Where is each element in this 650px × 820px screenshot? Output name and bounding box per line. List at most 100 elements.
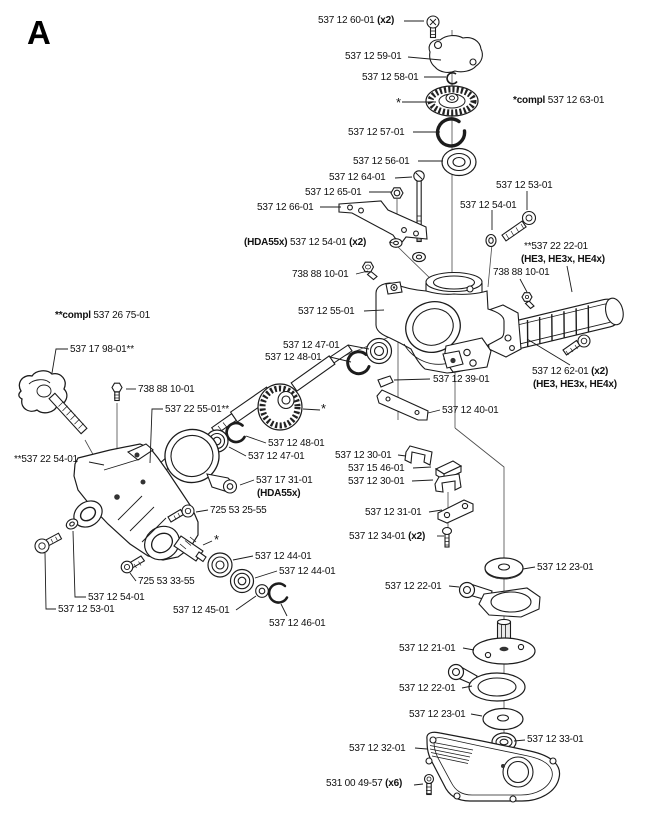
part-label-537-12-45-01: 537 12 45-01 [173, 605, 230, 616]
bottom-drive-group [423, 557, 561, 803]
part-label-537-12-53-01: 537 12 53-01 [496, 180, 553, 191]
part-label-537-12-40-01: 537 12 40-01 [442, 405, 499, 416]
part-label-537-12-21-01: 537 12 21-01 [399, 643, 456, 654]
flat-washer [389, 238, 403, 248]
part-label-537-12-44-01: 537 12 44-01 [279, 566, 336, 577]
long-bolt [413, 170, 425, 243]
part-label-537-12-53-01: 537 12 53-01 [58, 604, 115, 615]
part-label-537-12-54-01: 537 12 54-01 [460, 200, 517, 211]
handle-mount-group [485, 210, 624, 358]
star-knob [18, 370, 88, 435]
support-bracket-plate [338, 200, 428, 246]
part-label-537-15-46-01: 537 15 46-01 [348, 463, 405, 474]
part-label-537-12-32-01: 537 12 32-01 [349, 743, 406, 754]
part-label-537-12-66-01: 537 12 66-01 [257, 202, 314, 213]
pinion-shaft-assembly [205, 337, 393, 453]
eccentric-arm [447, 663, 526, 702]
part-label-537-12-59-01: 537 12 59-01 [345, 51, 402, 62]
upper-bevel-gear [425, 85, 479, 117]
part-label-537-12-22-01: 537 12 22-01 [399, 683, 456, 694]
flat-washer [65, 518, 79, 530]
part-label-738-88-10-01: 738 88 10-01 [138, 384, 195, 395]
clamp-screw [120, 555, 146, 574]
tube-clamp-body [73, 443, 199, 561]
pan-head-screw [34, 532, 63, 554]
part-label-738-88-10-01: 738 88 10-01 [493, 267, 550, 278]
part-label-537-12-48-01: 537 12 48-01 [268, 438, 325, 449]
support-bracket-group [338, 170, 428, 263]
part-label-725-53-25-55: 725 53 25-55 [210, 505, 267, 516]
part-label-537-12-44-01: 537 12 44-01 [255, 551, 312, 562]
part-label-537-12-47-01: 537 12 47-01 [248, 451, 305, 462]
flat-washer [412, 251, 426, 263]
retaining-ring [435, 117, 467, 148]
part-label-537-17-98-01: 537 17 98-01** [70, 344, 134, 355]
part-label-531-00-49-57: 531 00 49-57 (x6) [326, 778, 403, 789]
part-label-537-12-47-01: 537 12 47-01 [283, 340, 340, 351]
circlip [267, 582, 289, 604]
retainer-plate [437, 499, 474, 524]
asterisk-marker: * [321, 401, 326, 416]
shim-plate [377, 375, 394, 388]
blade-drive-disc [472, 618, 536, 665]
handle-screw [562, 334, 591, 356]
support-washer [482, 707, 524, 731]
part-label-537-22-22-01: **537 22 22-01 [524, 241, 588, 252]
part-label-738-88-10-01: 738 88 10-01 [292, 269, 349, 280]
grease-plug [521, 292, 535, 310]
model-note-hda55x: (HDA55x) [257, 488, 301, 499]
clamp-strap [144, 428, 238, 494]
grease-plug [361, 261, 378, 281]
callout-leader-lines [44, 20, 573, 786]
grease-plug [111, 382, 123, 402]
model-note-he3: (HE3, HE3x, HE4x) [533, 379, 617, 390]
part-label-537-12-63-01: *compl 537 12 63-01 [513, 95, 605, 106]
upper-ball-bearing [441, 147, 477, 177]
asterisk-marker: * [396, 95, 401, 110]
lower-bevel-gear [257, 383, 303, 431]
support-washer [484, 557, 524, 580]
part-label-537-12-39-01: 537 12 39-01 [433, 374, 490, 385]
figure-section-letter: A [27, 14, 51, 51]
clamp-knob-group [18, 370, 289, 604]
circlip [225, 421, 246, 444]
hex-screw [501, 210, 537, 242]
guard-strip [376, 389, 429, 421]
cover-screw [423, 773, 435, 796]
part-label-537-12-31-01: 537 12 31-01 [365, 507, 422, 518]
output-bearing [229, 568, 255, 594]
part-label-537-12-30-01: 537 12 30-01 [348, 476, 405, 487]
part-label-537-12-30-01: 537 12 30-01 [335, 450, 392, 461]
small-washer [255, 584, 269, 598]
circlip [346, 350, 371, 376]
spacer-block [434, 460, 463, 481]
handlebar-bracket [485, 297, 624, 358]
small-screw [441, 526, 453, 548]
asterisk-marker: * [214, 532, 219, 547]
part-label-537-12-55-01: 537 12 55-01 [298, 306, 355, 317]
part-label-537-12-34-01: 537 12 34-01 (x2) [349, 531, 426, 542]
part-label-537-26-75-01: **compl 537 26 75-01 [55, 310, 150, 321]
part-label-537-12-62-01: 537 12 62-01 (x2) [532, 366, 609, 377]
flat-washer [485, 233, 497, 248]
gear-cover-plate [428, 35, 483, 73]
part-label-537-12-54-01-hda55x: (HDA55x) 537 12 54-01 (x2) [244, 237, 367, 248]
part-label-537-12-54-01: 537 12 54-01 [88, 592, 145, 603]
clamp-screw [167, 504, 195, 523]
part-label-537-12-46-01: 537 12 46-01 [269, 618, 326, 629]
part-label-537-12-22-01: 537 12 22-01 [385, 581, 442, 592]
part-label-537-12-60-01: 537 12 60-01 (x2) [318, 15, 395, 26]
cover-screw [426, 15, 440, 39]
u-clip [404, 445, 433, 466]
bottom-cover [425, 731, 561, 803]
top-cover-assembly [425, 15, 483, 177]
part-label-537-22-55-01: 537 22 55-01** [165, 404, 229, 415]
part-label-537-22-54-01: **537 22 54-01 [14, 454, 78, 465]
e-clip [446, 71, 458, 85]
part-label-537-12-48-01: 537 12 48-01 [265, 352, 322, 363]
part-label-537-12-23-01: 537 12 23-01 [409, 709, 466, 720]
part-label-537-12-56-01: 537 12 56-01 [353, 156, 410, 167]
part-label-537-12-64-01: 537 12 64-01 [329, 172, 386, 183]
